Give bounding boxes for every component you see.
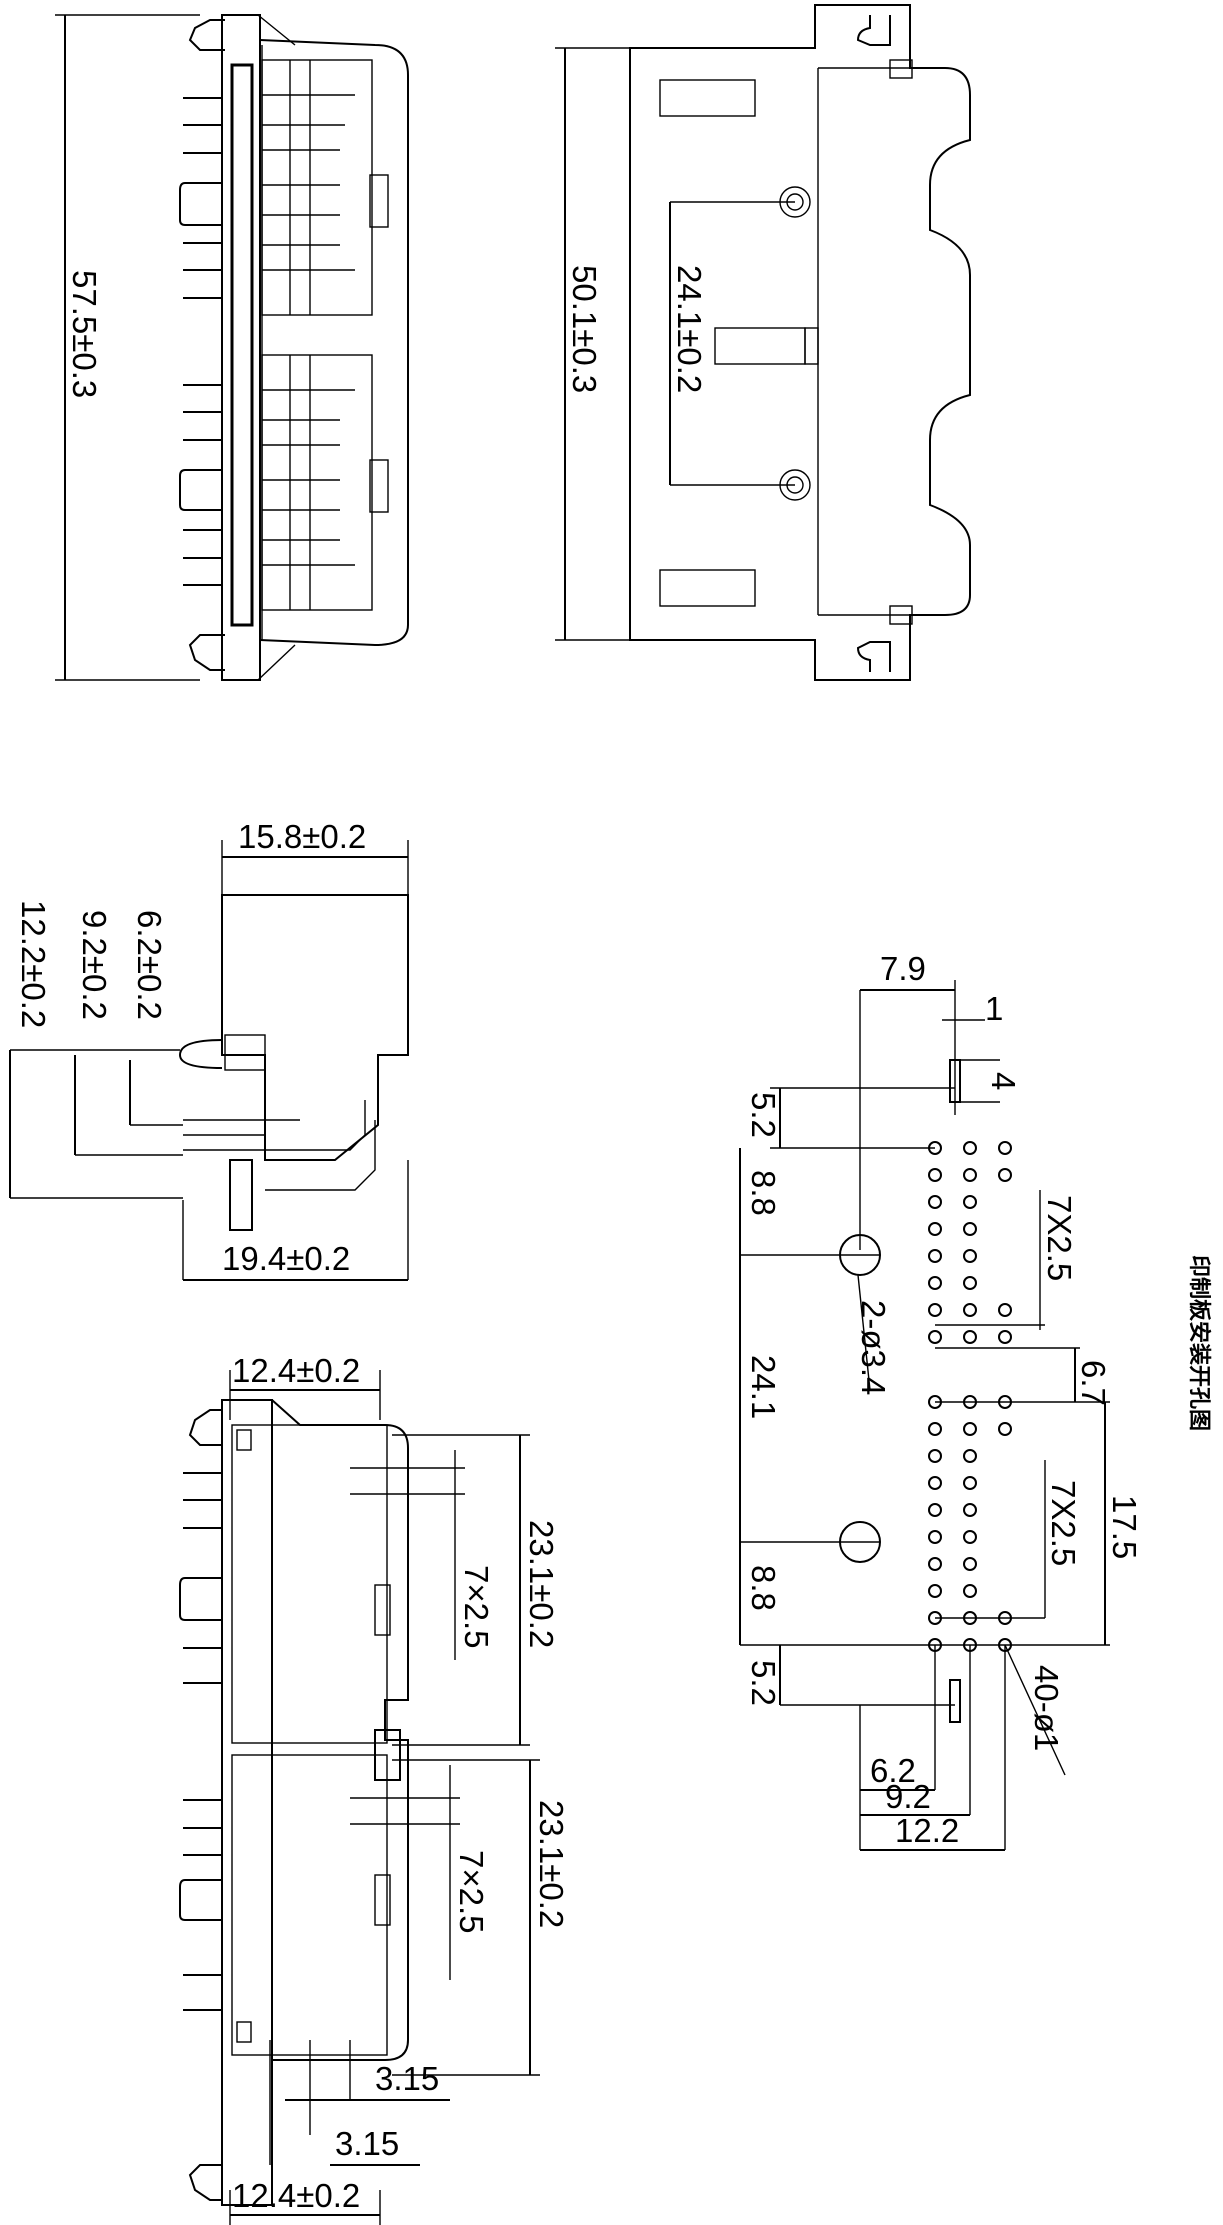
dim-overall-length: 57.5±0.3 [66, 270, 103, 398]
mating-face-view [179, 1370, 540, 2225]
dim-pitch-2: 7×2.5 [453, 1850, 490, 1934]
pcb-dim-4: 4 [985, 1072, 1022, 1090]
pcb-dim-17-5: 17.5 [1106, 1495, 1143, 1559]
dim-row-pitch-1: 3.15 [375, 2060, 439, 2097]
pcb-dim-7-9: 7.9 [880, 950, 926, 987]
pcb-dim-6-2: 6.2 [870, 1752, 916, 1789]
pcb-dim-6-7: 6.7 [1075, 1360, 1112, 1406]
dim-height-1: 12.2±0.2 [15, 900, 52, 1028]
pcb-dim-8-8-top: 8.8 [745, 1170, 782, 1216]
pcb-dim-8-8-bottom: 8.8 [745, 1565, 782, 1611]
dim-depth: 15.8±0.2 [238, 818, 366, 855]
dim-height-2: 9.2±0.2 [76, 910, 113, 1020]
dim-row-pitch-2: 3.15 [335, 2125, 399, 2162]
pcb-dim-24-1: 24.1 [745, 1355, 782, 1419]
pcb-pin-spec: 40-ø1 [1028, 1665, 1065, 1751]
dim-total-depth: 19.4±0.2 [222, 1240, 350, 1277]
pcb-dim-1: 1 [985, 990, 1003, 1027]
pcb-layout [739, 980, 1110, 1851]
pcb-dim-12-2: 12.2 [895, 1812, 959, 1849]
profile-view [9, 840, 409, 1281]
dim-body-length: 50.1±0.3 [566, 265, 603, 393]
pcb-dim-7x2-5-top: 7X2.5 [1041, 1195, 1078, 1281]
pcb-dim-9-2: 9.2 [885, 1778, 931, 1815]
pcb-caption: 印制板安装开孔图 [1187, 1255, 1212, 1431]
dim-front-width-top: 12.4±0.2 [232, 1352, 360, 1389]
dim-post-spacing: 24.1±0.2 [671, 265, 708, 393]
front-view-top [555, 4, 971, 681]
pcb-dim-7x2-5-bottom: 7X2.5 [1045, 1480, 1082, 1566]
pcb-dim-5-2-bottom: 5.2 [745, 1660, 782, 1706]
dim-half-length-2: 23.1±0.2 [533, 1800, 570, 1928]
dim-pitch-1: 7×2.5 [458, 1565, 495, 1649]
pcb-dim-5-2-top: 5.2 [745, 1092, 782, 1138]
dim-height-3: 6.2±0.2 [131, 910, 168, 1020]
dim-half-length-1: 23.1±0.2 [523, 1520, 560, 1648]
side-view-top [55, 14, 409, 681]
dim-front-width-bottom: 12.4±0.2 [232, 2177, 360, 2214]
pcb-hole-spec: 2-ø3.4 [855, 1300, 892, 1395]
